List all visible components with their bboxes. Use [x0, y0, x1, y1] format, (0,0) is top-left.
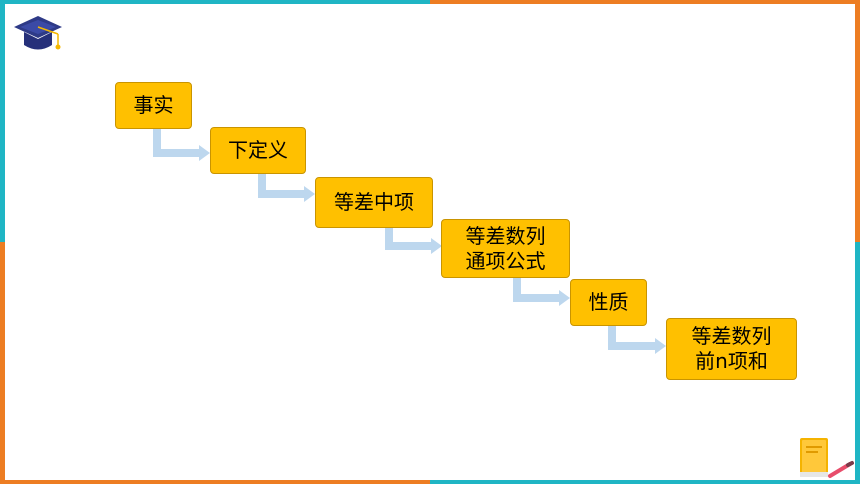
frame-top-right: [430, 0, 860, 4]
flow-step-4: 等差数列 通项公式: [441, 219, 570, 278]
graduation-cap-icon: [14, 16, 62, 50]
connector-arrow-2: [258, 174, 305, 198]
arrowhead-4: [559, 290, 570, 306]
frame-left-bottom: [0, 242, 5, 484]
flow-step-3: 等差中项: [315, 177, 433, 228]
frame-right-bottom: [855, 242, 860, 484]
flow-step-5-label: 性质: [588, 290, 629, 314]
frame-top-left: [0, 0, 430, 4]
flow-step-2: 下定义: [210, 127, 306, 174]
flow-step-6-line-2: 前n项和: [695, 349, 768, 373]
flow-step-4-line-1: 等差数列: [465, 223, 546, 248]
frame-left-top: [0, 0, 5, 242]
connector-arrow-1: [153, 129, 200, 157]
flow-step-6-line-1: 等差数列: [691, 324, 772, 348]
frame-bottom-left: [0, 480, 430, 484]
flow-step-1-label: 事实: [133, 93, 174, 117]
book-icon: [800, 438, 854, 478]
connector-arrow-5: [608, 326, 656, 350]
connector-arrow-4: [513, 278, 560, 302]
frame-bottom-right: [430, 480, 860, 484]
flow-step-1: 事实: [115, 82, 192, 129]
flow-step-2-label: 下定义: [228, 138, 288, 162]
arrowhead-2: [304, 186, 315, 202]
arrowhead-1: [199, 145, 210, 161]
arrowhead-5: [655, 338, 666, 354]
flow-step-3-label: 等差中项: [334, 190, 414, 214]
flow-step-6: 等差数列 前n项和: [666, 318, 797, 380]
flow-step-4-line-2: 通项公式: [465, 248, 546, 273]
connector-arrow-3: [385, 228, 432, 250]
flow-step-5: 性质: [570, 279, 647, 326]
frame-right-top: [855, 0, 860, 242]
